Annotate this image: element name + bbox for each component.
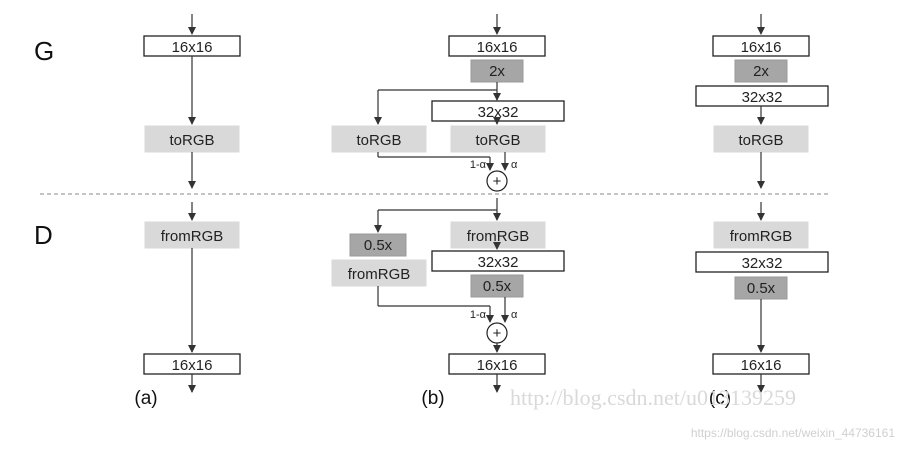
box-label: 2x xyxy=(753,63,769,80)
sum-node xyxy=(486,170,508,192)
torgb-box xyxy=(713,125,809,153)
caption-a: (a) xyxy=(134,388,157,409)
box-label: fromRGB xyxy=(348,266,411,283)
box-32x32 xyxy=(431,250,565,272)
plus-sign: + xyxy=(493,325,502,342)
upsample-box xyxy=(734,59,788,83)
downsample-box-left xyxy=(349,233,407,257)
torgb-box-left xyxy=(331,125,427,153)
column-a: 16x16 toRGB fromRGB 16x16 (a) xyxy=(134,14,241,409)
torgb-box-right xyxy=(450,125,546,153)
box-label: 16x16 xyxy=(741,357,782,374)
alpha-left-label: 1-α xyxy=(470,309,487,321)
watermark-main: http://blog.csdn.net/u013139259 xyxy=(510,385,796,410)
box-label: 0.5x xyxy=(483,278,512,295)
alpha-left-label: 1-α xyxy=(470,159,487,171)
fromrgb-box xyxy=(144,221,240,249)
alpha-right-label: α xyxy=(511,309,518,321)
box-label: fromRGB xyxy=(161,228,224,245)
box-label: 16x16 xyxy=(741,39,782,56)
plus-sign: + xyxy=(493,173,502,190)
column-b: 16x16 2x 32x32 toRGB toRGB 1-α α + fromR… xyxy=(331,14,565,409)
box-label: 32x32 xyxy=(742,89,783,106)
fromrgb-box xyxy=(713,221,809,249)
box-16x16 xyxy=(448,35,546,57)
box-label: 2x xyxy=(489,63,505,80)
generator-label: G xyxy=(34,36,54,66)
box-label: fromRGB xyxy=(467,228,530,245)
box-label: 16x16 xyxy=(172,39,213,56)
box-32x32 xyxy=(695,251,829,273)
column-c: 16x16 2x 32x32 toRGB fromRGB 32x32 0.5x … xyxy=(695,14,829,409)
box-label: 0.5x xyxy=(747,280,776,297)
downsample-box-right xyxy=(470,274,524,298)
box-label: 16x16 xyxy=(477,357,518,374)
caption-c: (c) xyxy=(709,388,731,409)
discriminator-label: D xyxy=(34,220,53,250)
alpha-right-label: α xyxy=(511,159,518,171)
box-label: toRGB xyxy=(738,132,783,149)
box-label: toRGB xyxy=(475,132,520,149)
box-label: 32x32 xyxy=(478,104,519,121)
box-32x32 xyxy=(695,85,829,107)
box-label: toRGB xyxy=(356,132,401,149)
box-label: 16x16 xyxy=(172,357,213,374)
box-label: 32x32 xyxy=(742,255,783,272)
box-label: 16x16 xyxy=(477,39,518,56)
caption-b: (b) xyxy=(421,388,444,409)
box-label: 32x32 xyxy=(478,254,519,271)
box-label: fromRGB xyxy=(730,228,793,245)
watermark-sub: https://blog.csdn.net/weixin_44736161 xyxy=(691,426,895,440)
box-label: toRGB xyxy=(169,132,214,149)
fromrgb-box-left xyxy=(331,259,427,287)
box-16x16 xyxy=(712,35,810,57)
box-label: 0.5x xyxy=(364,237,393,254)
